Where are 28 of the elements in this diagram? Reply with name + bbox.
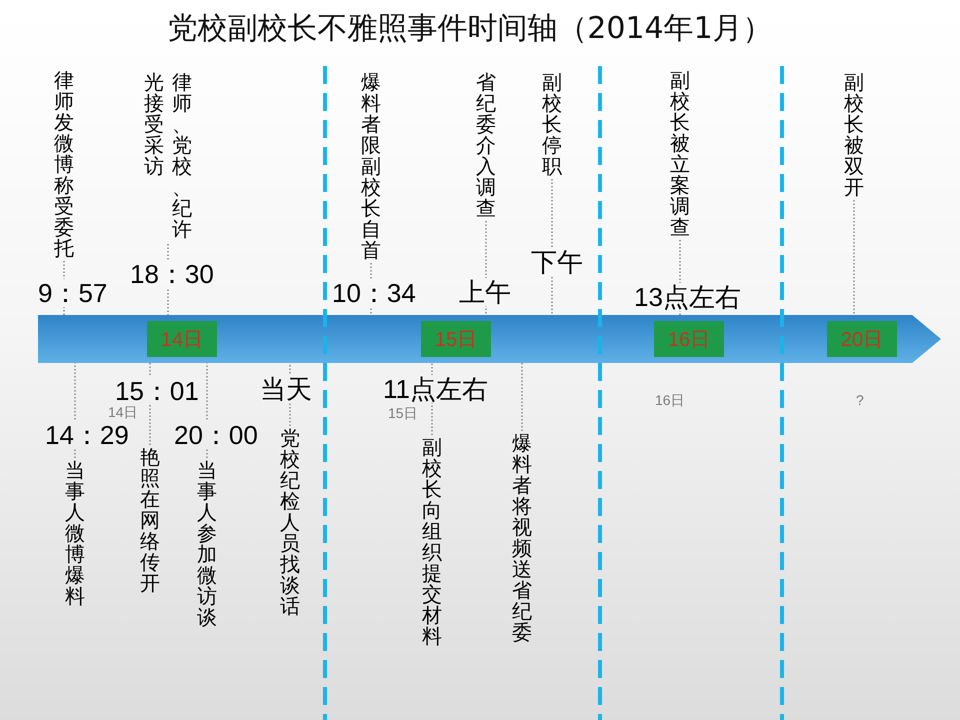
event-text: 省纪委介入调查 [476, 72, 496, 219]
event-text: 当事人参加微访谈 [197, 460, 217, 628]
time-label: 20：00 [172, 421, 260, 449]
day-label: 15日 [388, 405, 418, 421]
event-text: 爆料者限副校长自首 [361, 72, 381, 261]
event-text: 副校长向组织提交材料 [422, 437, 442, 647]
day-label: 16日 [655, 392, 685, 408]
date-tag: 20日 [827, 321, 897, 357]
event-text: 当事人微博爆料 [65, 460, 85, 607]
leader-line [853, 200, 855, 315]
time-label: 下午 [529, 248, 585, 276]
event-text: 艳照在网络传开 [140, 447, 160, 594]
time-label: 上午 [457, 278, 513, 306]
event-text: 副校长停职 [542, 72, 562, 177]
event-text: 爆料者将视频送省纪委 [512, 433, 532, 643]
event-text: 律师、党校、纪许光接受采访 [144, 72, 192, 242]
day-label: 14日 [108, 404, 138, 420]
date-tag: 16日 [654, 321, 724, 357]
event-text: 副校长被立案调查 [670, 70, 690, 238]
date-tag: 14日 [147, 321, 217, 357]
time-label: 9：57 [36, 279, 110, 307]
day-label: ? [856, 392, 864, 408]
leader-line [521, 363, 523, 431]
event-text: 律师发微博称受委托 [54, 70, 74, 259]
event-text: 副校长被双开 [844, 72, 864, 198]
date-tag: 15日 [421, 321, 491, 357]
event-text: 党校纪检人员找谈话 [280, 428, 300, 617]
title: 党校副校长不雅照事件时间轴（2014年1月） [167, 12, 773, 46]
